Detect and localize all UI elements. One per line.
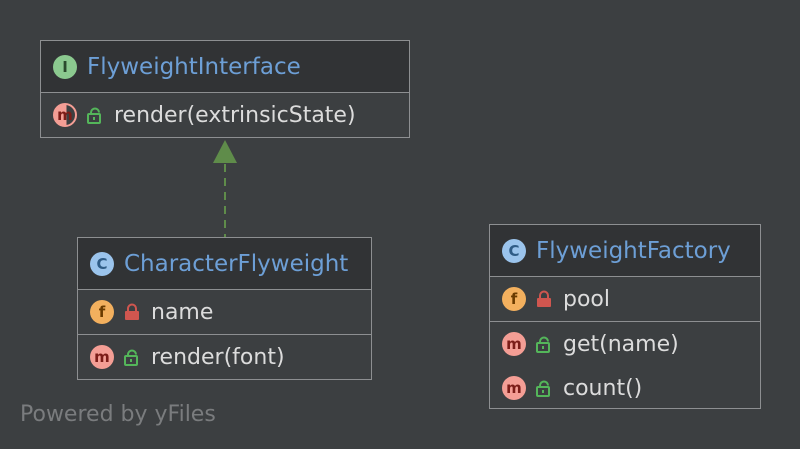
flyweight-interface-name: FlyweightInterface <box>87 53 301 80</box>
field-icon: f <box>90 300 114 324</box>
method-icon: m <box>502 376 526 400</box>
flyweight-factory-header: C FlyweightFactory <box>490 225 760 277</box>
character-flyweight-fields: f name <box>78 290 371 335</box>
flyweight-factory-box[interactable]: C FlyweightFactory f pool m get(name) m <box>489 224 761 409</box>
implements-arrowhead <box>213 140 237 163</box>
public-lock-icon <box>87 107 101 124</box>
method-row[interactable]: m render(extrinsicState) <box>41 93 409 137</box>
flyweight-interface-box[interactable]: I FlyweightInterface m render(extrinsicS… <box>40 40 410 138</box>
flyweight-factory-methods: m get(name) m count() <box>490 322 760 410</box>
interface-icon: I <box>53 54 77 79</box>
field-icon: f <box>502 287 526 311</box>
abstract-method-icon: m <box>53 103 77 127</box>
character-flyweight-box[interactable]: C CharacterFlyweight f name m render(fon… <box>77 237 372 380</box>
flyweight-factory-fields: f pool <box>490 277 760 322</box>
method-row[interactable]: m render(font) <box>78 335 371 379</box>
method-icon: m <box>502 332 526 356</box>
flyweight-interface-header: I FlyweightInterface <box>41 41 409 93</box>
method-icon: m <box>90 345 114 369</box>
public-lock-icon <box>536 380 550 397</box>
private-lock-icon <box>537 290 551 307</box>
character-flyweight-header: C CharacterFlyweight <box>78 238 371 290</box>
public-lock-icon <box>124 349 138 366</box>
public-lock-icon <box>536 336 550 353</box>
method-label: render(extrinsicState) <box>114 102 356 128</box>
class-icon: C <box>90 251 114 276</box>
method-row[interactable]: m get(name) <box>490 322 760 366</box>
flyweight-factory-name: FlyweightFactory <box>536 237 731 264</box>
method-label: get(name) <box>563 331 679 357</box>
field-label: name <box>151 299 214 325</box>
method-label: count() <box>563 375 643 401</box>
field-row[interactable]: f name <box>78 290 371 334</box>
private-lock-icon <box>125 303 139 320</box>
field-row[interactable]: f pool <box>490 277 760 321</box>
flyweight-interface-methods: m render(extrinsicState) <box>41 93 409 137</box>
method-label: render(font) <box>151 344 285 370</box>
character-flyweight-methods: m render(font) <box>78 335 371 379</box>
class-icon: C <box>502 238 526 263</box>
powered-by-watermark: Powered by yFiles <box>20 402 216 427</box>
character-flyweight-name: CharacterFlyweight <box>124 250 349 277</box>
method-row[interactable]: m count() <box>490 366 760 410</box>
field-label: pool <box>563 286 610 312</box>
